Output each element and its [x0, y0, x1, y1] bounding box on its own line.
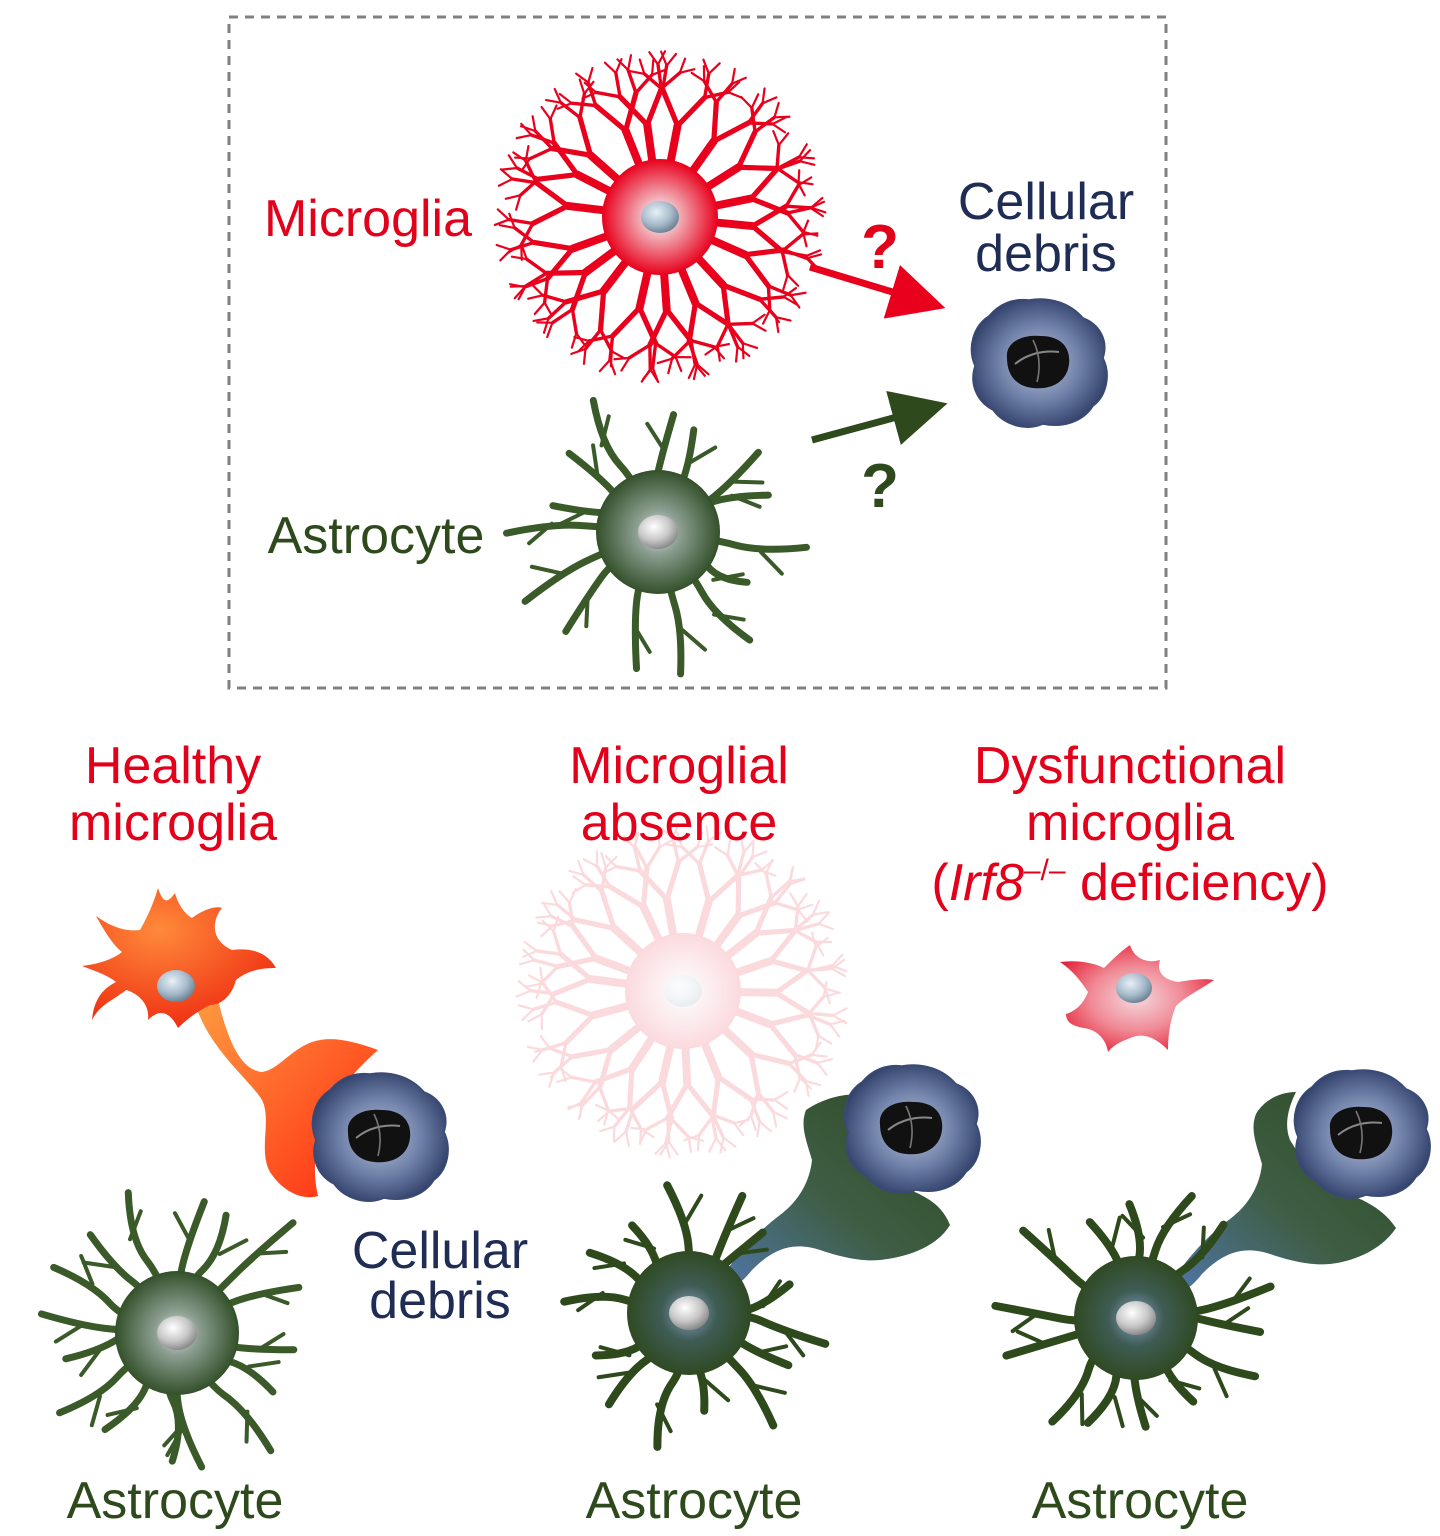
panel1-astrocyte-label: Astrocyte: [67, 1472, 284, 1530]
inset-microglia-label: Microglia: [264, 190, 472, 248]
panel3-astrocyte-label: Astrocyte: [1032, 1472, 1249, 1530]
panel3-astrocyte-arm: [1170, 1092, 1396, 1291]
panel3-title-line2: microglia: [1026, 794, 1234, 852]
panel1-title-line1: Healthy: [85, 737, 261, 795]
inset-question-mark-green: ?: [861, 452, 899, 521]
panel1-astrocyte-cell: [37, 1189, 303, 1471]
panel3-title-line3: (Irf8–/– deficiency): [931, 854, 1328, 912]
panel2-astrocyte-cell: [560, 1181, 830, 1451]
panel1-cellular-debris: [311, 1072, 449, 1202]
panel2-title-line2: absence: [581, 794, 778, 852]
panel2-astrocyte-label: Astrocyte: [586, 1472, 803, 1530]
panel2-astrocyte-arm: [720, 1094, 950, 1287]
inset-box: [227, 15, 1168, 690]
inset-debris-label-line1: Cellular: [958, 173, 1134, 231]
inset-debris-label-line2: debris: [975, 225, 1117, 283]
inset-green-arrow: [811, 390, 948, 445]
panel3-title-line1: Dysfunctional: [974, 737, 1286, 795]
panel1-debris-label-line2: debris: [369, 1272, 511, 1330]
inset-astrocyte-label: Astrocyte: [268, 507, 485, 565]
inset-question-mark-red: ?: [861, 213, 899, 282]
panel2-faded-microglia-cell: [515, 823, 848, 1159]
panel3-title-genotype: –/–: [1024, 854, 1066, 887]
panel3-title-open-paren: (: [931, 854, 949, 912]
panel3-astrocyte-cell: [991, 1192, 1275, 1431]
panel1-debris-label-line1: Cellular: [352, 1222, 528, 1280]
panel1-title-line2: microglia: [69, 794, 277, 852]
inset-cellular-debris: [970, 298, 1108, 428]
panel2-cellular-debris: [843, 1064, 981, 1194]
panel3-title-rest: deficiency): [1066, 854, 1329, 912]
panel2-title-line1: Microglial: [569, 737, 789, 795]
inset-microglia-cell: [493, 50, 827, 384]
panel3-title-gene: Irf8: [949, 854, 1024, 912]
inset-astrocyte-cell: [503, 396, 810, 678]
panel3-dysfunctional-microglia: [1060, 945, 1214, 1052]
inset-red-arrow: [808, 263, 946, 319]
panel1-healthy-microglia: [82, 888, 378, 1198]
panel3-cellular-debris: [1293, 1069, 1431, 1199]
